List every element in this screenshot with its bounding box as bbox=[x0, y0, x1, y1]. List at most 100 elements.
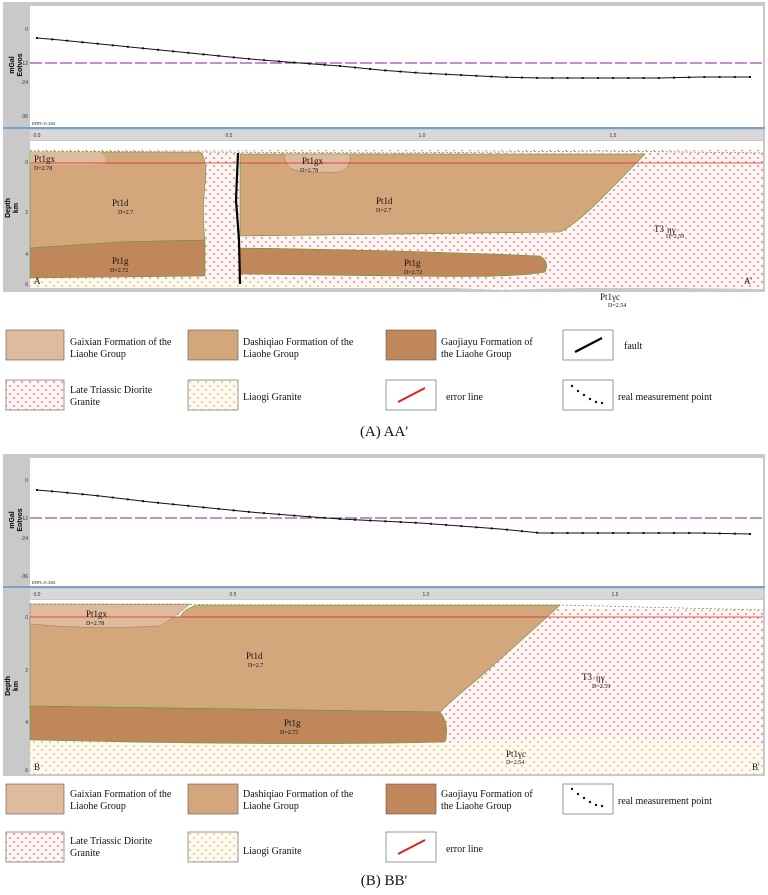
legend-label: error line bbox=[446, 844, 483, 855]
measurement-point bbox=[354, 518, 357, 521]
measurement-point bbox=[172, 503, 175, 506]
gravity-tick: -24 bbox=[21, 80, 28, 86]
err-label: ERR=0.194 bbox=[32, 121, 56, 126]
measurement-point bbox=[444, 73, 447, 76]
profile-panel-b: mGal Eotvos 0 -12 -24 -36 ERR=0.194 0.0 … bbox=[0, 452, 768, 872]
legend-label: Granite bbox=[70, 397, 101, 408]
depth-axis-label: Depth bbox=[5, 198, 12, 218]
measurement-point bbox=[187, 51, 190, 54]
measurement-point bbox=[520, 530, 523, 533]
measurement-point bbox=[612, 532, 615, 534]
distance-tick: 1.5 bbox=[612, 592, 619, 598]
legend-swatch-dashiqiao bbox=[187, 783, 239, 815]
measurement-point bbox=[217, 507, 220, 510]
measurement-point bbox=[399, 70, 402, 73]
measurement-point bbox=[414, 71, 417, 74]
gravity-plot-area bbox=[30, 6, 763, 127]
measurement-point bbox=[247, 510, 250, 513]
unit-label: Pt1d bbox=[376, 196, 393, 206]
measurement-point bbox=[505, 528, 508, 531]
unit-label: Pt1γc bbox=[506, 749, 526, 759]
distance-tick: 0.0 bbox=[34, 592, 41, 598]
measurement-point bbox=[262, 512, 265, 515]
measurement-point bbox=[232, 509, 235, 512]
dashiqiao-body bbox=[29, 604, 561, 713]
legend-swatch-diorite bbox=[5, 831, 65, 863]
measurement-point bbox=[338, 517, 341, 520]
unit-label: T3 bbox=[654, 224, 664, 234]
measurement-point bbox=[202, 53, 205, 56]
liaogi-granite-body bbox=[30, 737, 763, 774]
gaojiayu-body-left bbox=[29, 239, 206, 279]
measurement-point bbox=[703, 532, 706, 535]
gravity-tick: 0 bbox=[25, 478, 28, 484]
measurement-point bbox=[688, 76, 691, 79]
gravity-tick: -24 bbox=[21, 536, 28, 542]
measurement-point bbox=[536, 76, 539, 79]
unit-density: D=2.59 bbox=[592, 684, 610, 690]
measurement-point bbox=[445, 523, 448, 526]
profile-end-label: A' bbox=[744, 276, 752, 286]
measurement-point bbox=[247, 57, 250, 60]
gravity-tick: -12 bbox=[21, 61, 28, 67]
measurement-point bbox=[51, 490, 54, 493]
measurement-point bbox=[657, 77, 660, 79]
measurement-point bbox=[627, 77, 630, 79]
measurement-point bbox=[612, 77, 615, 79]
measurement-point bbox=[96, 494, 99, 497]
measurement-point bbox=[551, 77, 554, 79]
measurement-point bbox=[596, 532, 599, 534]
measurement-point bbox=[232, 56, 235, 59]
gravity-axis-label: mGal bbox=[9, 511, 16, 529]
svg-text:ηγ: ηγ bbox=[667, 225, 676, 235]
gravity-tick: 0 bbox=[25, 27, 28, 33]
measurement-point-icon bbox=[570, 384, 604, 405]
legend: Gaixian Formation of the Liaohe Group Da… bbox=[5, 783, 712, 863]
legend-label: Dashiqiao Formation of the bbox=[243, 789, 354, 800]
measurement-point bbox=[642, 77, 645, 79]
legend-label: Granite bbox=[70, 848, 101, 859]
legend-label: Gaixian Formation of the bbox=[70, 789, 172, 800]
measurement-point bbox=[414, 521, 417, 524]
legend-label: Gaojiayu Formation of bbox=[441, 337, 533, 348]
measurement-point bbox=[293, 61, 296, 64]
measurement-point bbox=[126, 45, 129, 48]
unit-density: D=2.7 bbox=[376, 208, 391, 214]
legend-swatch-granite bbox=[187, 379, 239, 411]
measurement-point bbox=[157, 501, 160, 504]
gaojiayu-body bbox=[29, 705, 447, 744]
gaojiayu-body-right bbox=[239, 247, 547, 277]
measurement-point bbox=[733, 532, 736, 535]
measurement-point bbox=[566, 532, 569, 534]
measurement-point bbox=[429, 522, 432, 525]
unit-density: D=2.78 bbox=[300, 168, 318, 174]
measurement-point bbox=[81, 493, 84, 496]
measurement-point bbox=[749, 76, 751, 78]
profile-end-label: B' bbox=[752, 762, 760, 772]
measurement-point bbox=[642, 532, 645, 534]
measurement-point bbox=[66, 491, 69, 494]
unit-density: D=2.59 bbox=[666, 234, 684, 240]
unit-density: D=2.7 bbox=[118, 210, 133, 216]
measurement-point bbox=[202, 506, 205, 509]
legend-label: Liaohe Group bbox=[243, 349, 299, 360]
measurement-point bbox=[490, 527, 493, 530]
measurement-point bbox=[475, 74, 478, 77]
legend-label: Dashiqiao Formation of the bbox=[243, 337, 354, 348]
caption-a: (A) AA' bbox=[359, 424, 409, 440]
measurement-point bbox=[384, 520, 387, 523]
legend-swatch-gaixian bbox=[5, 783, 65, 815]
measurement-point-icon bbox=[570, 787, 604, 808]
measurement-point bbox=[323, 63, 326, 66]
measurement-point bbox=[187, 504, 190, 507]
measurement-point bbox=[126, 498, 129, 501]
legend-label: real measurement point bbox=[618, 392, 712, 403]
measurement-point bbox=[688, 532, 691, 534]
unit-density: D=2.54 bbox=[608, 303, 626, 309]
measurement-point bbox=[308, 515, 311, 518]
gaixian-body-left bbox=[30, 152, 106, 165]
unit-density: D=2.72 bbox=[404, 270, 422, 276]
unit-density: D=2.72 bbox=[280, 730, 298, 736]
profile-start-label: B bbox=[34, 762, 40, 772]
profile-start-label: A bbox=[34, 276, 41, 286]
